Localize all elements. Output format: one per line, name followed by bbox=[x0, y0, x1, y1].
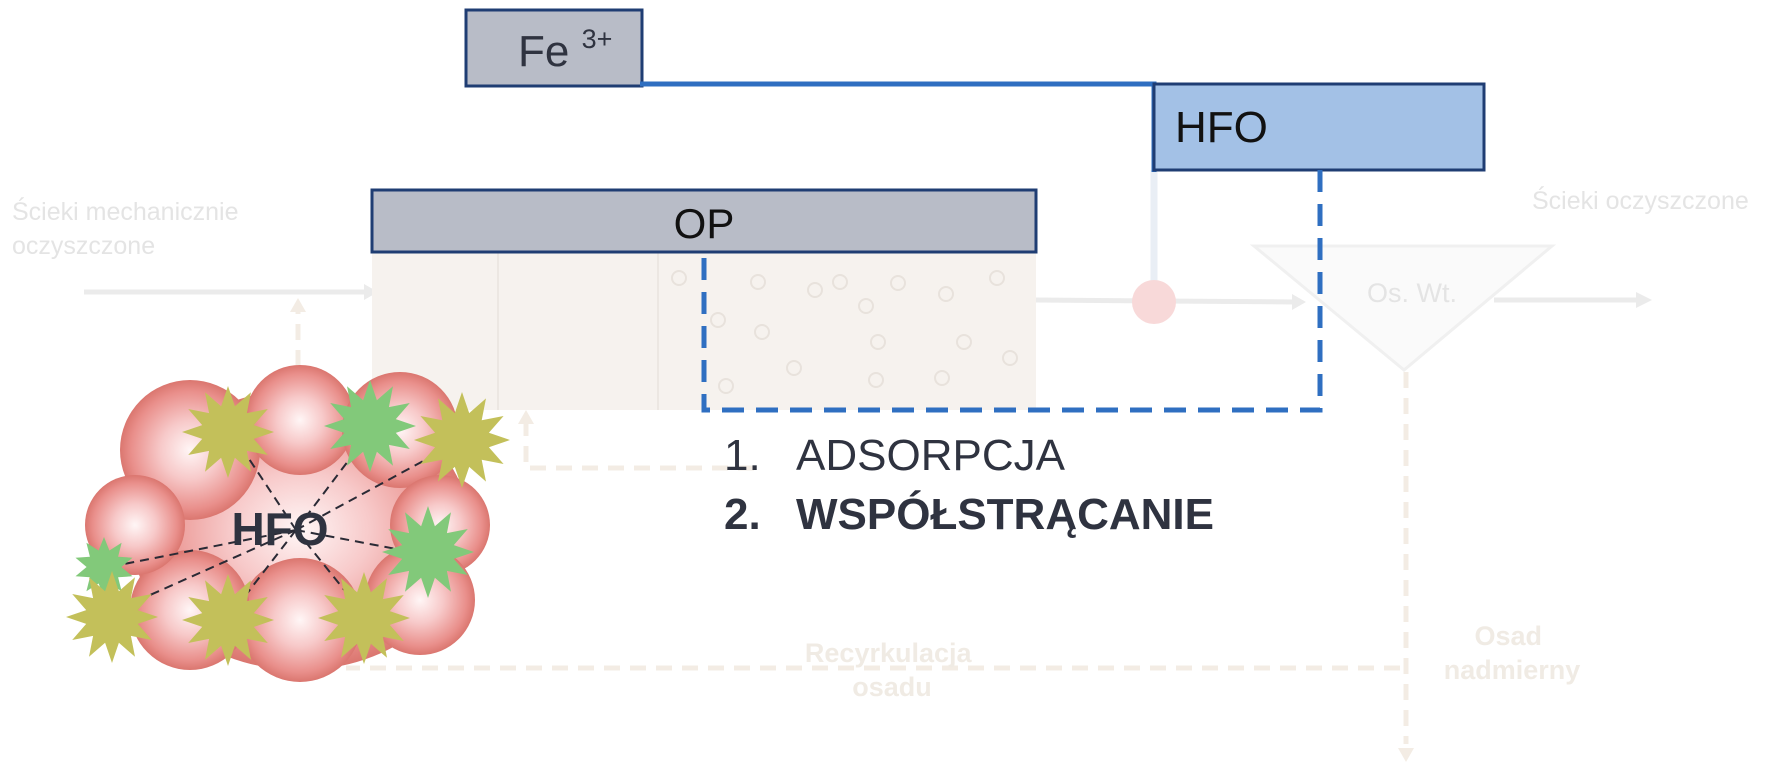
fe-label-main: Fe bbox=[518, 27, 569, 76]
step-2-text: WSPÓŁSTRĄCANIE bbox=[796, 489, 1214, 539]
outflow-arrowhead bbox=[1636, 292, 1652, 308]
green-particle-5 bbox=[75, 537, 133, 597]
aeration-bubbles bbox=[671, 270, 1018, 394]
inflow-arrowhead bbox=[364, 284, 378, 300]
fe-label: Fe 3+ bbox=[518, 24, 612, 76]
inflow-label-line2: oczyszczone bbox=[12, 232, 155, 260]
step-2-number: 2. bbox=[724, 490, 761, 539]
excess-label-line2: nadmierny bbox=[1444, 655, 1581, 685]
green-particle-4 bbox=[382, 506, 474, 598]
op-label: OP bbox=[674, 200, 735, 247]
yellow-particle-1 bbox=[182, 386, 274, 478]
settler-label: Os. Wt. bbox=[1367, 278, 1457, 308]
op-box bbox=[370, 188, 1038, 254]
excess-label: Osad nadmierny bbox=[1444, 621, 1581, 685]
cloud-hfo-label: HFO bbox=[231, 503, 328, 555]
inflow-label-line1: Ścieki mechanicznie bbox=[12, 196, 239, 226]
yellow-particle-7 bbox=[182, 574, 274, 666]
fe-box bbox=[464, 8, 644, 88]
recirc-arrowhead bbox=[290, 298, 306, 312]
fe-to-hfo-line bbox=[640, 81, 1157, 172]
settler-tank bbox=[1249, 244, 1557, 372]
excess-label-line1: Osad bbox=[1474, 621, 1542, 651]
green-particle-2 bbox=[324, 380, 416, 472]
recirc-label-line2: osadu bbox=[852, 672, 932, 702]
recirc-label-line1: Recyrkulacja bbox=[805, 638, 973, 668]
recirc-inner-arrowhead bbox=[518, 410, 534, 424]
hfo-cloud-illustration: HFO bbox=[66, 365, 510, 682]
excess-arrowhead bbox=[1398, 748, 1414, 762]
yellow-particle-6 bbox=[66, 571, 158, 663]
adsorbed-particles bbox=[66, 380, 510, 666]
mechanism-list: 1. ADSORPCJA 2. WSPÓŁSTRĄCANIE bbox=[724, 431, 1214, 539]
yellow-particle-3 bbox=[414, 392, 510, 488]
step-1-text: ADSORPCJA bbox=[796, 431, 1066, 480]
hfo-box-label: HFO bbox=[1175, 103, 1268, 152]
yellow-particle-8 bbox=[318, 572, 410, 664]
recirc-label: Recyrkulacja osadu bbox=[805, 638, 979, 702]
outflow-label: Ścieki oczyszczone bbox=[1532, 185, 1749, 215]
hfo-scope-dashed bbox=[701, 170, 1323, 413]
hfo-box bbox=[1152, 82, 1486, 172]
step-1-number: 1. bbox=[724, 431, 761, 480]
dosing-point bbox=[1132, 280, 1176, 324]
fe-label-sup: 3+ bbox=[582, 24, 613, 54]
inflow-label: Ścieki mechanicznie oczyszczone bbox=[12, 196, 245, 260]
reactor-outflow-arrowhead bbox=[1292, 294, 1306, 310]
